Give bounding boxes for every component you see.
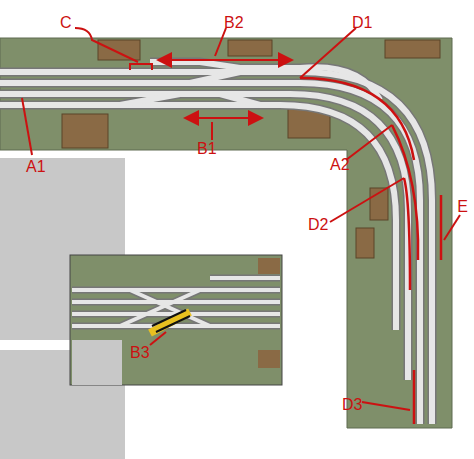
callout-label: E [455,198,470,216]
callout-label: B1 [195,140,219,158]
callout-label: B2 [222,14,246,32]
callout-label: D3 [340,396,364,414]
callout-label: A1 [24,158,48,176]
callout-label: B3 [128,344,152,362]
callout-label: D1 [350,14,374,32]
callout-label: D2 [306,216,330,234]
baseboard [0,38,452,428]
tracks [0,62,432,424]
callout-label: C [58,14,74,32]
callout-label: A2 [328,156,352,174]
markings [22,28,460,424]
inset [70,255,282,385]
